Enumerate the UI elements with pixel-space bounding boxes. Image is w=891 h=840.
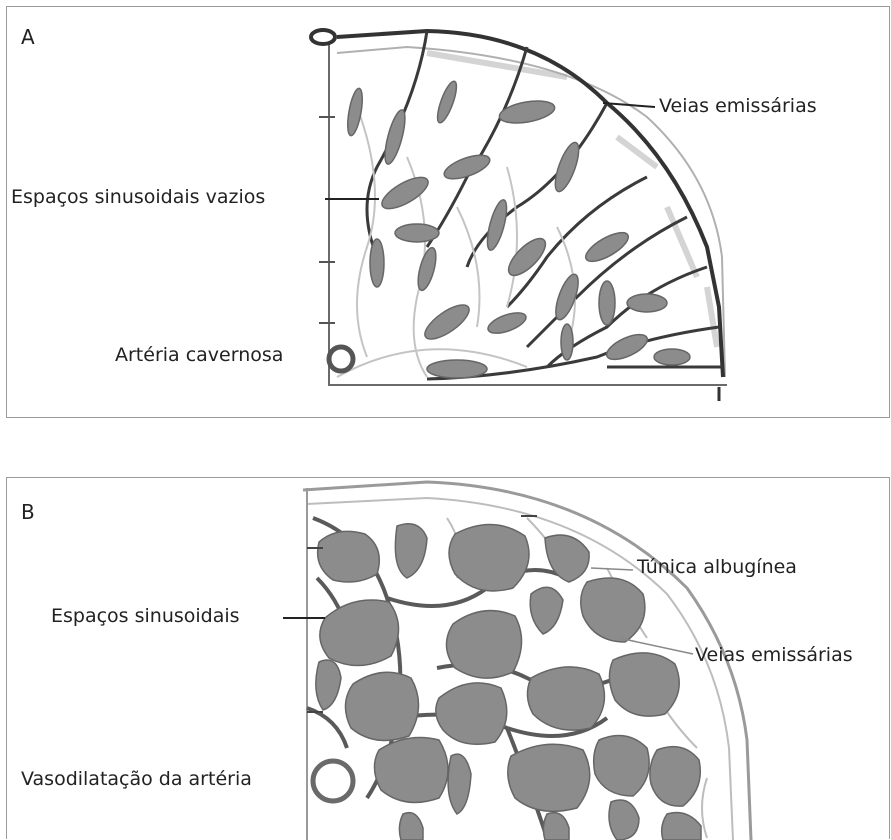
leader-veias-b xyxy=(619,638,693,654)
left-ticks xyxy=(319,117,335,323)
label-tunica-albuginea: Túnica albugínea xyxy=(637,556,797,578)
label-espacos-sinusoidais: Espaços sinusoidais xyxy=(51,605,240,627)
cavernous-artery xyxy=(329,347,353,371)
top-vein-ring xyxy=(311,30,335,44)
emissary-veins xyxy=(367,31,723,379)
label-vasodilatacao-arteria: Vasodilatação da artéria xyxy=(21,768,252,790)
label-espacos-sinusoidais-vazios: Espaços sinusoidais vazios xyxy=(11,186,265,208)
panel-b: B xyxy=(6,477,890,839)
label-veias-emissarias-a: Veias emissárias xyxy=(659,95,817,117)
dilated-artery xyxy=(313,761,353,801)
label-arteria-cavernosa: Artéria cavernosa xyxy=(115,344,283,366)
label-veias-emissarias-b: Veias emissárias xyxy=(695,644,853,666)
panel-a: A xyxy=(6,6,890,418)
leader-tunica xyxy=(591,568,633,570)
